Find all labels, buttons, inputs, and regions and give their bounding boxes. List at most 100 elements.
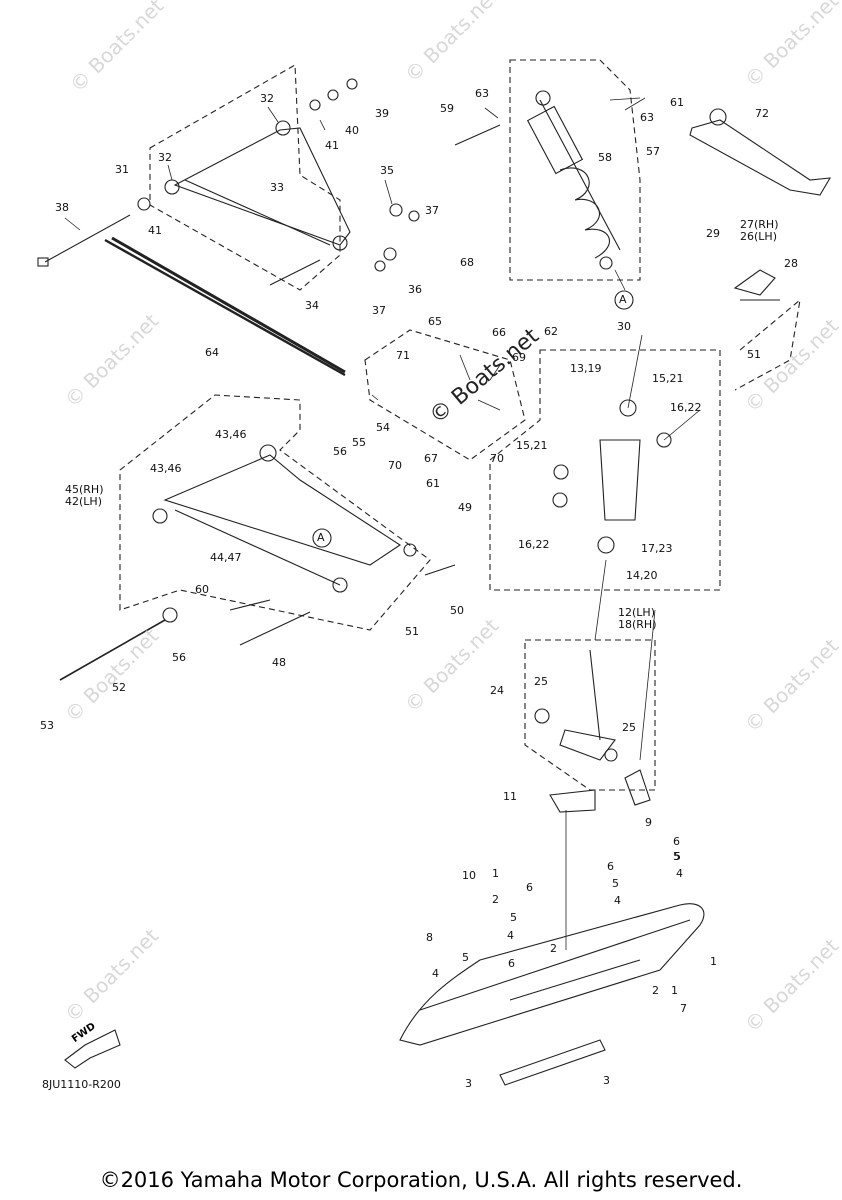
- part-label-p4b: 4: [507, 929, 514, 942]
- part-label-p5b: 5: [673, 850, 680, 863]
- part-label-p53: 53: [40, 719, 54, 732]
- part-label-p11: 11: [503, 790, 517, 803]
- part-label-p70a: 70: [490, 452, 504, 465]
- part-label-p8: 8: [426, 931, 433, 944]
- part-label-p30: 30: [617, 320, 631, 333]
- part-label-p6b: 6: [607, 860, 614, 873]
- part-label-p63a: 63: [475, 87, 489, 100]
- part-label-p49: 49: [458, 501, 472, 514]
- part-label-p65: 65: [428, 315, 442, 328]
- part-label-p56b: 56: [172, 651, 186, 664]
- spindle: [534, 399, 672, 762]
- part-label-p51b: 51: [747, 348, 761, 361]
- bolts: [37, 124, 780, 681]
- part-label-p35: 35: [380, 164, 394, 177]
- part-label-p51a: 51: [405, 625, 419, 638]
- part-label-p3a: 3: [465, 1077, 472, 1090]
- part-label-p60: 60: [195, 583, 209, 596]
- ski-block: [549, 789, 596, 813]
- part-label-p37a: 37: [425, 204, 439, 217]
- part-label-p6c: 6: [673, 835, 680, 848]
- part-label-p24: 24: [490, 684, 504, 697]
- part-label-p1521b: 15,21: [516, 439, 548, 452]
- part-label-p54: 54: [376, 421, 390, 434]
- part-label-p1218: 12(LH) 18(RH): [618, 606, 657, 631]
- leader-lines: [64, 97, 701, 950]
- part-label-p9: 9: [645, 816, 652, 829]
- upper-a-arm: [137, 78, 420, 272]
- part-label-p4346b: 43,46: [150, 462, 182, 475]
- part-label-p10: 10: [462, 869, 476, 882]
- part-label-p1622b: 16,22: [518, 538, 550, 551]
- part-label-p5c: 5: [510, 911, 517, 924]
- part-label-p1723: 17,23: [641, 542, 673, 555]
- part-label-p57: 57: [646, 145, 660, 158]
- part-label-p34: 34: [305, 299, 319, 312]
- part-label-p1a: 1: [492, 867, 499, 880]
- part-label-p5e: 5: [674, 850, 681, 863]
- tie-rod: [111, 236, 346, 374]
- part-label-p32b: 32: [158, 151, 172, 164]
- group-outlines: [119, 59, 801, 791]
- part-label-p5d: 5: [462, 951, 469, 964]
- part-label-p5a: 5: [612, 877, 619, 890]
- part-label-p6d: 6: [508, 957, 515, 970]
- part-label-p52: 52: [112, 681, 126, 694]
- part-label-p69: 69: [512, 351, 526, 364]
- diagram-code: 8JU1110-R200: [42, 1078, 121, 1091]
- part-label-p6a: 6: [526, 881, 533, 894]
- callout-a-label: A: [619, 293, 627, 306]
- part-label-p4447: 44,47: [210, 551, 242, 564]
- part-label-p2a: 2: [492, 893, 499, 906]
- part-label-p31: 31: [115, 163, 129, 176]
- part-label-p58: 58: [598, 151, 612, 164]
- part-label-p55: 55: [352, 436, 366, 449]
- part-label-p28: 28: [784, 257, 798, 270]
- callout-a-top: [614, 290, 634, 310]
- part-label-p71: 71: [396, 349, 410, 362]
- copyright-notice: ©2016 Yamaha Motor Corporation, U.S.A. A…: [99, 1168, 743, 1192]
- part-label-p25b: 25: [622, 721, 636, 734]
- part-label-p32a: 32: [260, 92, 274, 105]
- part-label-p38: 38: [55, 201, 69, 214]
- part-label-p4a: 4: [614, 894, 621, 907]
- bracket: [733, 269, 776, 296]
- ski: [399, 903, 705, 1086]
- part-label-p40: 40: [345, 124, 359, 137]
- part-label-p3b: 3: [603, 1074, 610, 1087]
- part-label-p66: 66: [492, 326, 506, 339]
- fwd-arrow: [64, 1029, 121, 1069]
- pin: [624, 769, 651, 806]
- part-label-p1c: 1: [671, 984, 678, 997]
- part-label-p7: 7: [680, 1002, 687, 1015]
- part-label-p2b: 2: [550, 942, 557, 955]
- part-label-p4542: 45(RH) 42(LH): [65, 483, 104, 508]
- part-label-p41a: 41: [325, 139, 339, 152]
- part-label-p67: 67: [424, 452, 438, 465]
- part-label-p2726: 27(RH) 26(LH): [740, 218, 779, 243]
- part-label-p4346a: 43,46: [215, 428, 247, 441]
- part-label-p72: 72: [755, 107, 769, 120]
- part-label-p1319: 13,19: [570, 362, 602, 375]
- steering-arm: [689, 119, 832, 196]
- part-label-p61a: 61: [670, 96, 684, 109]
- part-label-p70b: 70: [388, 459, 402, 472]
- part-label-p1622a: 16,22: [670, 401, 702, 414]
- part-label-p59: 59: [440, 102, 454, 115]
- part-label-p1521a: 15,21: [652, 372, 684, 385]
- part-label-p39: 39: [375, 107, 389, 120]
- callout-a-label: A: [317, 531, 325, 544]
- shock-absorber: [526, 90, 621, 270]
- steering-arm-end: [709, 108, 727, 126]
- part-label-p48: 48: [272, 656, 286, 669]
- part-label-p1b: 1: [710, 955, 717, 968]
- part-label-p61b: 61: [426, 477, 440, 490]
- part-label-p4d: 4: [676, 867, 683, 880]
- part-label-p56a: 56: [333, 445, 347, 458]
- part-label-p64: 64: [205, 346, 219, 359]
- lower-a-arm: [152, 444, 456, 623]
- part-label-p2c: 2: [652, 984, 659, 997]
- part-label-p50: 50: [450, 604, 464, 617]
- part-label-p1420: 14,20: [626, 569, 658, 582]
